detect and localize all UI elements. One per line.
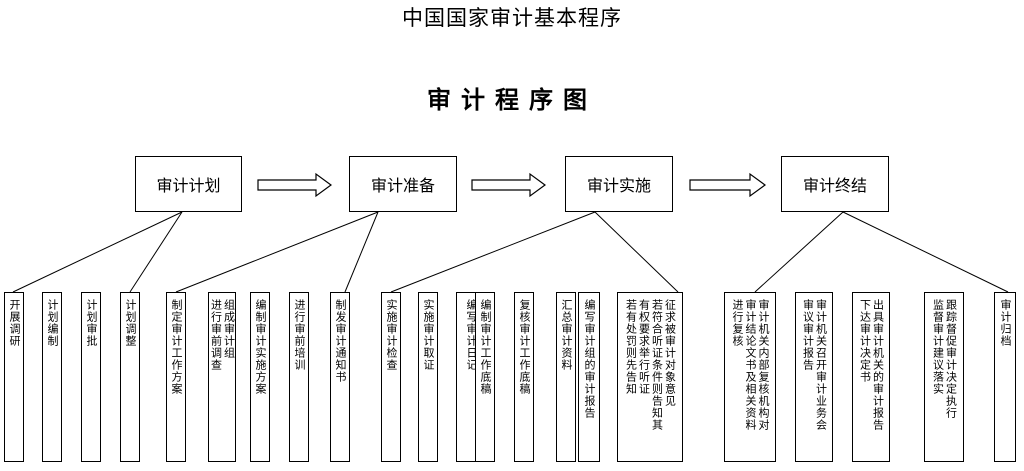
step-box: 编写审计组的审计报告 (578, 292, 600, 462)
step-box: 复核审计工作底稿 (514, 292, 534, 462)
step-text: 计划审批 (85, 299, 98, 347)
connector-lines-stage-4 (754, 211, 1009, 293)
step-text: 跟踪督促审计决定执行 (944, 299, 958, 419)
connector-lines-stage-3 (390, 211, 679, 293)
connector-lines-stage-1 (12, 211, 183, 293)
step-box: 跟踪督促审计决定执行监督审计建议落实 (924, 292, 964, 462)
step-box: 实施审计检查 (381, 292, 401, 462)
step-text: 实施审计取证 (422, 299, 435, 371)
step-text: 征求被审计对象意见 (663, 299, 677, 407)
step-text: 监督审计建议落实 (931, 299, 945, 395)
step-text: 有权要求举行听证 (637, 299, 651, 395)
step-box: 审计归档 (994, 292, 1016, 462)
step-text: 审计机关召开审计业务会 (814, 299, 828, 431)
step-box: 计划调整 (120, 292, 140, 462)
step-text: 审计归档 (999, 299, 1012, 347)
step-box: 开展调研 (4, 292, 24, 462)
stage-box-planning: 审计计划 (135, 156, 242, 212)
step-box: 出具审计机关的审计报告下达审计决定书 (852, 292, 890, 462)
step-box: 进行审前培训 (289, 292, 309, 462)
step-text: 复核审计工作底稿 (518, 299, 531, 395)
step-box: 汇总审计资料 (556, 292, 576, 462)
stage-box-preparation: 审计准备 (349, 156, 457, 212)
step-text: 进行审前调查 (209, 299, 223, 371)
step-text: 实施审计检查 (385, 299, 398, 371)
step-text: 审计机关内部复核机构对 (757, 299, 770, 431)
step-box: 实施审计取证 (418, 292, 438, 462)
step-box: 制发审计通知书 (330, 292, 350, 462)
step-text: 组成审计组 (222, 299, 236, 359)
step-text: 审议审计报告 (801, 299, 815, 371)
step-text: 汇总审计资料 (560, 299, 573, 371)
stage-box-conclusion: 审计终结 (781, 156, 889, 212)
step-box: 审计机关召开审计业务会审议审计报告 (795, 292, 833, 462)
step-text: 审计结论文书及相关资料 (744, 299, 757, 431)
step-text: 进行审前培训 (293, 299, 306, 371)
step-text: 编制审计工作底稿 (479, 299, 492, 395)
stage-box-implementation: 审计实施 (565, 156, 673, 212)
step-text: 出具审计机关的审计报告 (871, 299, 885, 431)
step-text: 编写审计日记 (465, 299, 478, 371)
arrow-icon-2 (471, 172, 547, 198)
arrow-icon-1 (257, 172, 333, 198)
step-text: 若有处罚则先告知 (624, 299, 638, 395)
step-box: 组成审计组进行审前调查 (208, 292, 236, 462)
step-box: 编制审计实施方案 (250, 292, 270, 462)
step-text: 计划编制 (46, 299, 59, 347)
step-text: 制定审计工作方案 (170, 299, 183, 395)
step-text: 计划调整 (124, 299, 137, 347)
step-text: 编写审计组的审计报告 (583, 299, 596, 419)
step-box: 计划编制 (42, 292, 62, 462)
step-text: 进行复核 (731, 299, 744, 347)
step-box: 征求被审计对象意见若符合听证条件则告知其有权要求举行听证若有处罚则先告知 (617, 292, 683, 462)
step-box: 计划审批 (81, 292, 101, 462)
step-text: 若符合听证条件则告知其 (650, 299, 664, 431)
step-box: 编制审计工作底稿 (475, 292, 495, 462)
step-box: 审计机关内部复核机构对审计结论文书及相关资料进行复核 (724, 292, 776, 462)
step-text: 编制审计实施方案 (254, 299, 267, 395)
step-text: 开展调研 (8, 299, 21, 347)
page-title: 中国国家审计基本程序 (402, 6, 622, 30)
step-box: 制定审计工作方案 (166, 292, 186, 462)
diagram-title: 审计程序图 (427, 86, 597, 114)
connector-lines-stage-2 (175, 211, 379, 293)
step-text: 制发审计通知书 (334, 299, 347, 383)
step-text: 下达审计决定书 (858, 299, 872, 383)
arrow-icon-3 (689, 172, 767, 198)
